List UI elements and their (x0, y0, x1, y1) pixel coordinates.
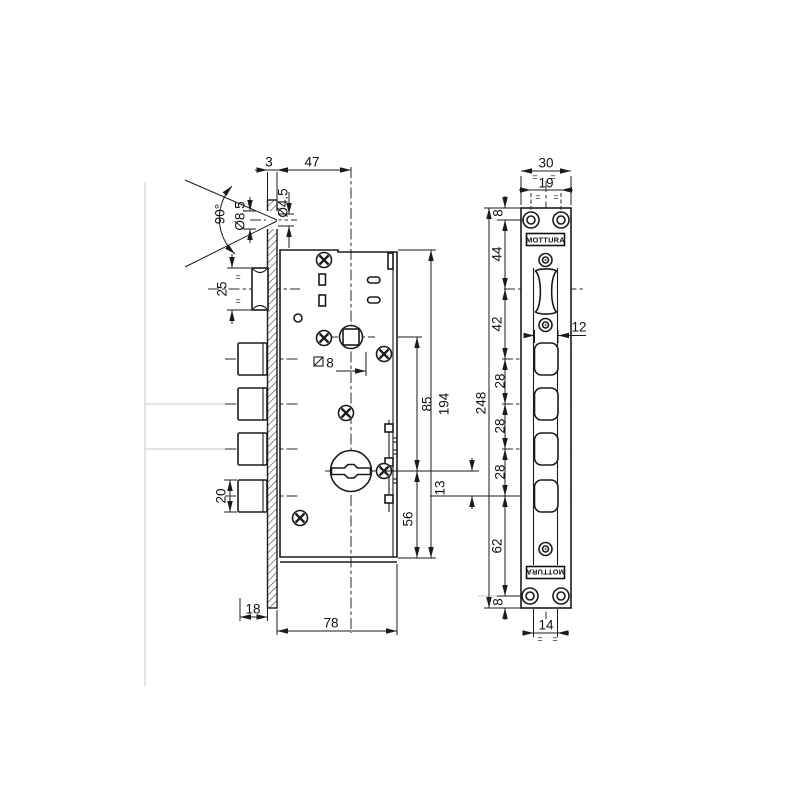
dim-label-backset: 47 (304, 155, 319, 170)
bolt-opening (533, 479, 559, 513)
double-bit-keyhole (330, 463, 372, 479)
adjust-screw (538, 317, 553, 333)
screw-hole (522, 211, 540, 229)
dim-label-follower-to-key: 85 (420, 396, 435, 411)
dim-label-body-width: 78 (323, 616, 338, 631)
dim-label-countersink-angle: 90° (213, 204, 228, 224)
dim-label-bolt4-to-screws: 62 (490, 538, 505, 553)
latch-bolt (251, 267, 269, 311)
phillips-screw (291, 509, 309, 527)
dim-label-channel-width: 14 (538, 618, 554, 633)
dim-label-latch-height: 25 (215, 281, 230, 296)
equals-mark: = (553, 192, 558, 202)
equals-mark: = (552, 634, 557, 644)
dim-label-bolt-pitch-3: 28 (493, 464, 508, 479)
dim-label-bolt-throw: 18 (245, 602, 260, 617)
equals-mark: = (535, 192, 540, 202)
edge-tab (384, 423, 394, 433)
guide-lines (144, 182, 497, 686)
dim-label-latch-to-bolt1: 42 (490, 316, 505, 331)
faceplate-section (266, 199, 279, 609)
front-view-dimensions: 30 = = 19 = = 8 44 42 28 28 (474, 156, 587, 645)
side-view-dimensions: 3 47 25 = = 20 8 (214, 155, 534, 635)
phillips-screw (315, 329, 333, 347)
latch-opening (534, 268, 558, 315)
dim-label-screw-spacing: 19 (538, 176, 553, 191)
dim-label-hole-dia: Ø4.5 (276, 188, 291, 217)
bolt-opening (533, 342, 559, 376)
phillips-screw (375, 345, 393, 363)
brand-label: MOTTURA (526, 568, 565, 577)
slot (366, 276, 381, 284)
edge-hook (387, 252, 394, 270)
deadbolt (237, 432, 268, 466)
deadbolt (237, 387, 268, 421)
dim-label-screws-to-latch: 44 (490, 246, 505, 262)
brand-plate-top: MOTTURA (525, 232, 566, 247)
equals-mark: = (537, 634, 542, 644)
pin-hole (293, 313, 303, 323)
screw-hole (521, 587, 539, 605)
lock-body (279, 249, 398, 563)
deadbolt (237, 342, 268, 376)
phillips-screw (315, 251, 333, 269)
edge-tab (384, 494, 394, 504)
deadbolt (237, 479, 268, 513)
key-cylinder (329, 449, 373, 493)
phillips-screw (337, 404, 355, 422)
square-section-icon (313, 356, 324, 367)
screw-hole (552, 587, 570, 605)
brand-label: MOTTURA (526, 236, 565, 245)
dim-label-bolt-opening-width: 12 (571, 320, 586, 335)
bolt-openings (533, 342, 559, 513)
side-view: 90° Ø8.5 Ø4.5 (184, 155, 534, 635)
dim-label-follower-square: 8 (326, 356, 334, 371)
equals-mark: = (235, 272, 240, 282)
dim-label-top-edge-to-screws: 8 (491, 209, 506, 217)
dim-label-key-to-bottom: 56 (401, 511, 416, 526)
dim-label-body-height: 194 (437, 392, 452, 415)
handle-follower (338, 324, 364, 350)
adjust-screw (538, 541, 553, 557)
deadbolts (237, 342, 268, 513)
adjust-screw (538, 252, 553, 268)
dim-label-screws-to-bottom-edge: 8 (491, 598, 506, 606)
dim-label-bolt-pitch-2: 28 (493, 418, 508, 433)
countersink-detail: 90° Ø8.5 Ø4.5 (184, 179, 294, 268)
front-view: MOTTURA MOTTURA 30 = = 19 = = (474, 156, 587, 645)
equals-mark: = (235, 296, 240, 306)
equals-mark: = (550, 172, 555, 182)
slot (318, 273, 327, 286)
dim-label-plate-thickness: 3 (265, 155, 273, 170)
dim-label-bolt-height: 20 (214, 488, 229, 503)
dim-label-plate-width: 30 (538, 156, 553, 171)
bolt-opening (533, 387, 559, 421)
screw-hole (552, 211, 570, 229)
dim-label-key-to-bolt-axis: 13 (433, 480, 448, 495)
bolt-opening (533, 432, 559, 466)
slot (366, 296, 381, 304)
brand-plate-bottom: MOTTURA (525, 565, 566, 580)
dim-label-plate-length: 248 (474, 392, 489, 415)
slot (318, 294, 327, 307)
dim-label-bolt-pitch-1: 28 (493, 373, 508, 388)
equals-mark: = (532, 172, 537, 182)
dim-label-countersink-dia: Ø8.5 (233, 201, 248, 230)
screw-holes (521, 211, 570, 605)
